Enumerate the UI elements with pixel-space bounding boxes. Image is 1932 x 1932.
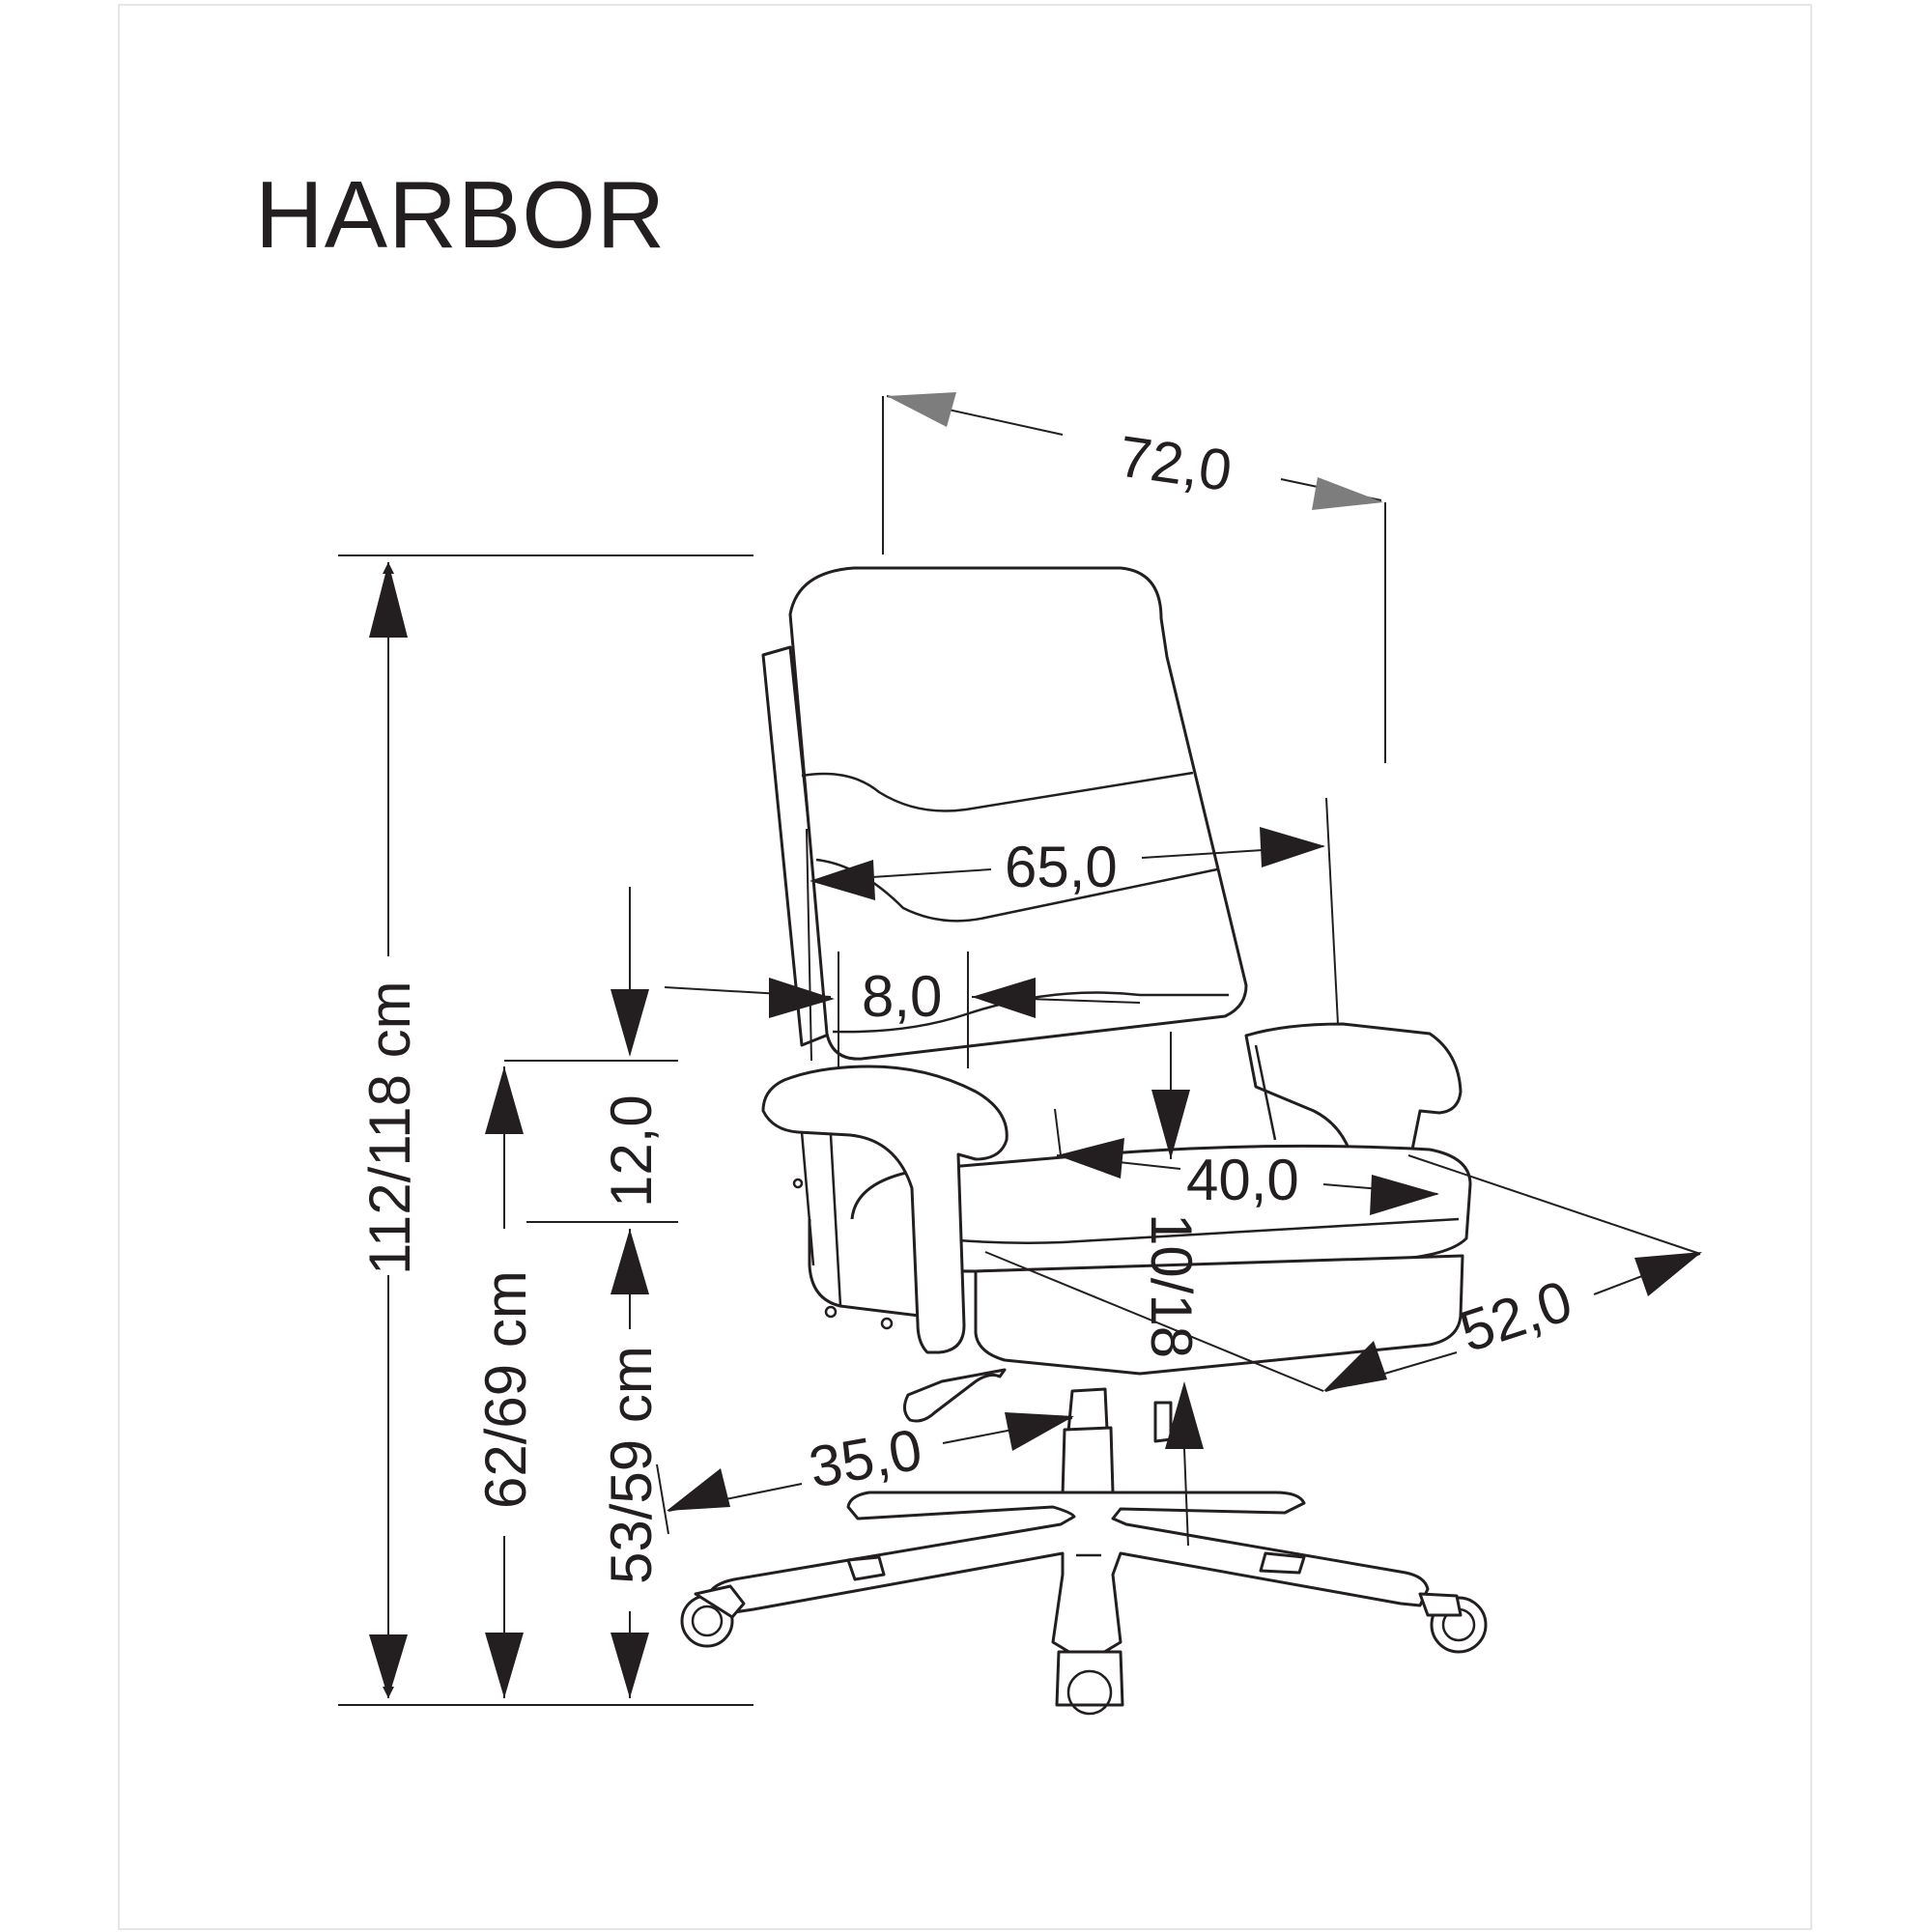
dim-seat-depth-label: 40,0 (1186, 1148, 1299, 1212)
dim-height-adjustment-label: 10/18 (1139, 1213, 1204, 1358)
dim-overall-width: 72,0 (886, 392, 1383, 510)
dim-armrest-width-label: 8,0 (862, 964, 942, 1029)
extension-lines (338, 396, 1701, 1706)
dim-overall-width-label: 72,0 (1115, 424, 1236, 504)
product-title: HARBOR (255, 161, 667, 268)
dim-total-height: 112/118 cm (357, 562, 422, 1698)
dim-total-height-label: 112/118 cm (357, 980, 422, 1275)
dim-base-radius-label: 35,0 (805, 1417, 927, 1500)
dim-armrest-width: 8,0 (664, 964, 1141, 1029)
dim-seat-height: 53/59 cm (599, 1229, 664, 1698)
dim-seat-width-label: 52,0 (1452, 1268, 1579, 1365)
frame (118, 4, 1812, 1930)
dim-armrest-to-seat: 12,0 (599, 887, 664, 1208)
dim-armrest-height-label: 62/69 cm (473, 1270, 538, 1509)
dim-backrest-width: 65,0 (810, 827, 1325, 900)
dim-backrest-width-label: 65,0 (1005, 835, 1118, 899)
dim-height-adjustment: 10/18 (1139, 1032, 1204, 1449)
dim-seat-height-label: 53/59 cm (599, 1346, 664, 1584)
chair-outline (680, 566, 1488, 1716)
dim-armrest-to-seat-label: 12,0 (599, 1094, 664, 1208)
dim-armrest-height: 62/69 cm (473, 1066, 538, 1698)
dim-seat-depth: 40,0 (1056, 1138, 1439, 1215)
